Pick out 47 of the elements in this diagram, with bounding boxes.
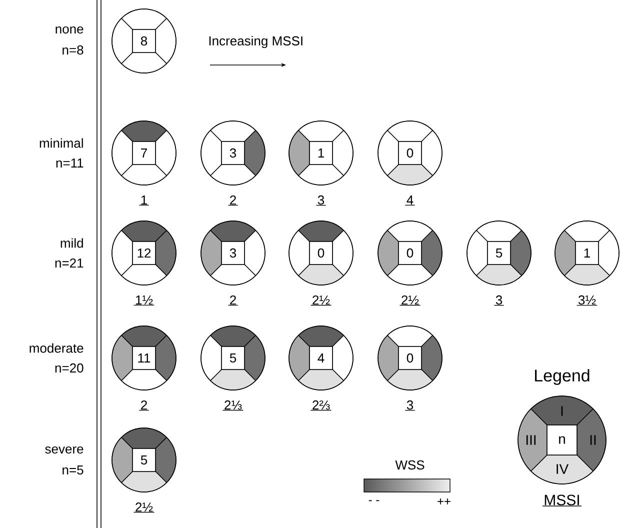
row-label: n=21 — [55, 258, 84, 268]
ring-diagram: 12 — [112, 220, 176, 286]
caption-text: Increasing MSSI — [209, 36, 302, 48]
ring-diagram: 3 — [200, 220, 266, 286]
row-label: severe — [45, 446, 84, 454]
ring-diagram: 0 — [378, 120, 442, 186]
score-label: 2½ — [399, 295, 421, 306]
ring-diagram: 4 — [288, 326, 354, 390]
score-label: 1½ — [133, 296, 155, 306]
score-label: 3 — [316, 195, 326, 206]
score-label: 3½ — [576, 295, 598, 306]
ring-diagram: 5 — [112, 428, 176, 492]
score-label: 2½ — [310, 295, 332, 306]
ring-diagram: 11 — [112, 326, 176, 390]
ring-diagram: 0 — [378, 326, 442, 390]
row-label: n=20 — [55, 363, 84, 373]
score-label: 2½ — [133, 502, 155, 513]
row-label: mild — [60, 238, 83, 248]
score-label: MSSI — [542, 494, 582, 506]
caption-text: WSS — [395, 460, 424, 470]
score-label: 2⅓ — [222, 400, 244, 411]
row-label: none — [56, 26, 84, 34]
score-label: 3 — [494, 295, 504, 306]
row-label: moderate — [30, 343, 84, 353]
score-label: 2 — [228, 295, 238, 306]
score-label: 2⅔ — [310, 400, 332, 411]
caption-text: - - — [368, 500, 380, 502]
ring-diagram: 5 — [466, 220, 532, 286]
score-label: 2 — [228, 195, 238, 206]
ring-diagram: 1 — [288, 120, 354, 186]
ring-diagram: 8 — [112, 8, 176, 74]
ring-diagram: 1 — [554, 220, 620, 286]
row-label: n=11 — [56, 158, 84, 168]
ring-diagram: 0 — [288, 220, 354, 286]
score-label: 3 — [404, 400, 416, 411]
ring-diagram: 5 — [200, 326, 266, 390]
score-label: 4 — [404, 196, 416, 206]
row-label: n=8 — [62, 45, 84, 55]
ring-diagram: 3 — [200, 120, 266, 186]
row-label: minimal — [40, 138, 83, 148]
legend-ring-diagram: I III n II IV — [518, 396, 606, 484]
row-label: n=5 — [62, 465, 84, 475]
ring-diagram: 0 — [378, 220, 442, 286]
score-label: 1 — [138, 196, 150, 206]
ring-diagram: 7 — [112, 120, 176, 186]
caption-text: ++ — [438, 498, 450, 504]
score-label: 2 — [138, 400, 150, 411]
